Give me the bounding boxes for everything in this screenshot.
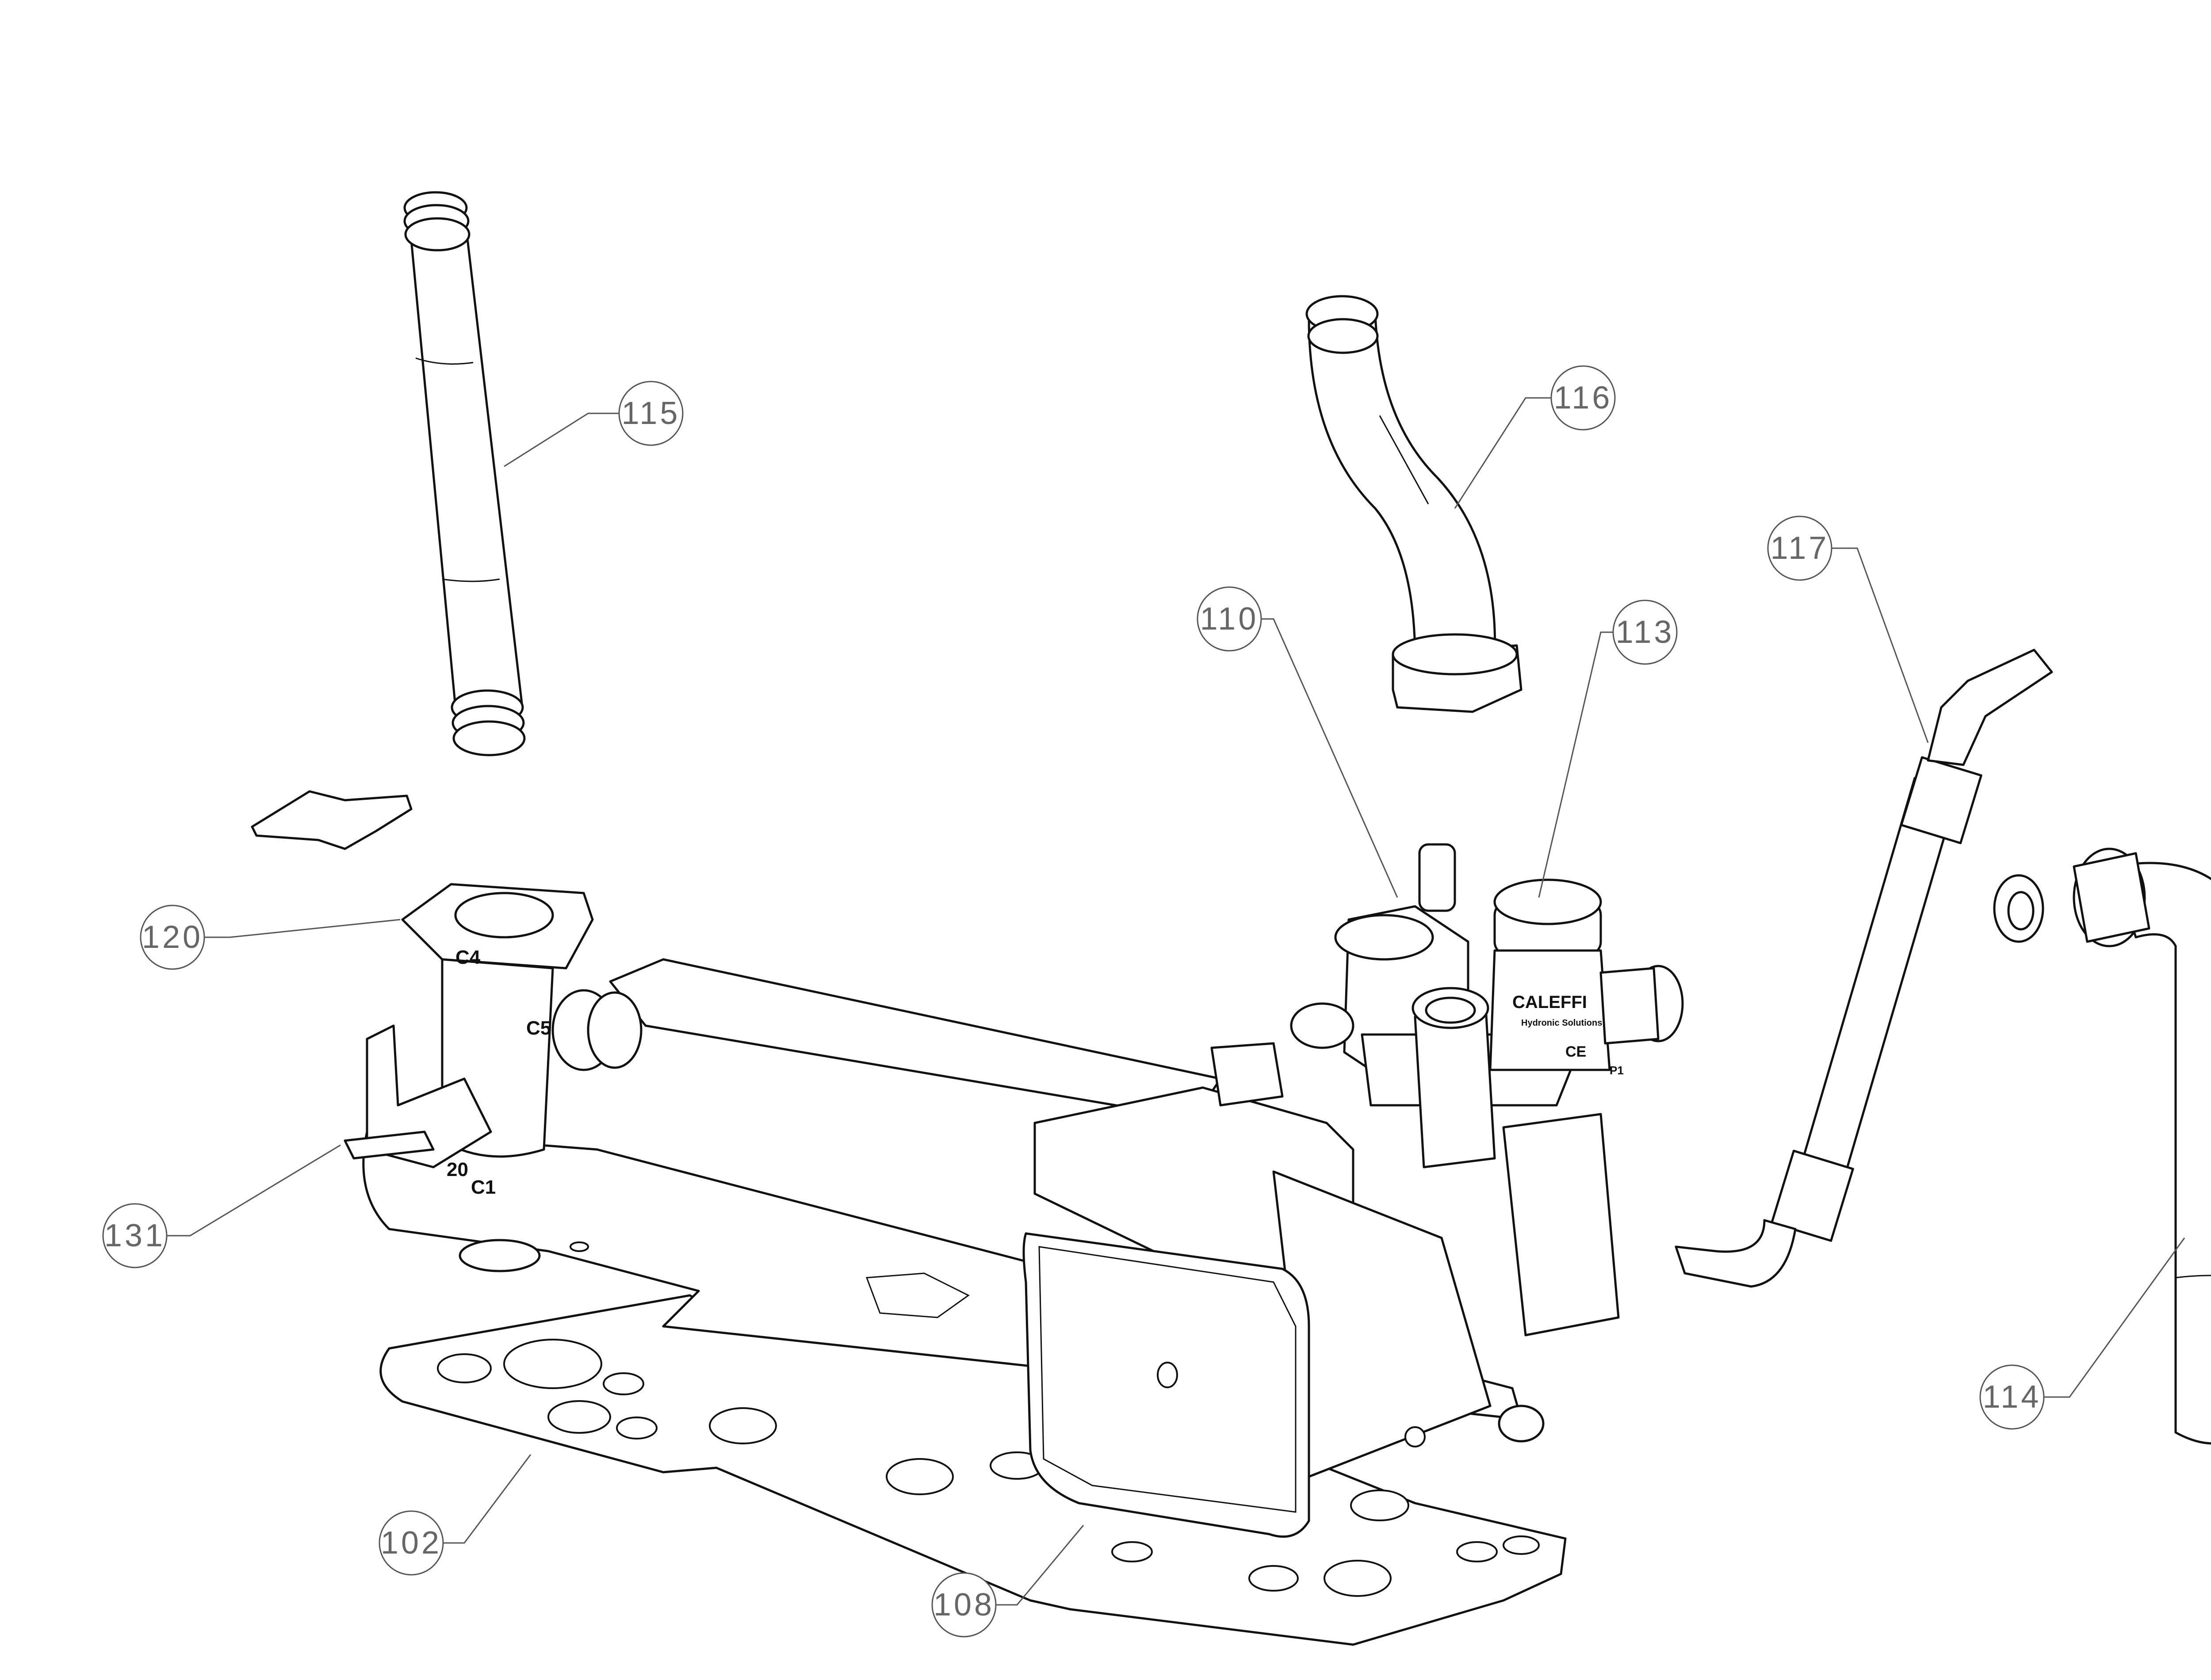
callout-label: 116 (1554, 380, 1613, 416)
callout-label: 102 (381, 1525, 442, 1561)
marking-c5: C5 (526, 1017, 551, 1039)
safety-valve-113: CALEFFI Hydronic Solutions CE P1 (1489, 878, 1684, 1077)
callout-label: 120 (142, 920, 203, 955)
straight-pipe-115 (403, 191, 526, 756)
callout-102[interactable]: 102 (379, 1454, 532, 1576)
retaining-clip (251, 790, 413, 850)
callout-label: 131 (104, 1218, 165, 1253)
marking-c4: C4 (455, 947, 481, 968)
flexible-hose-117 (1675, 649, 2053, 1288)
callout-label: 108 (933, 1587, 995, 1623)
callout-120[interactable]: 120 (140, 905, 401, 970)
return-bend-pipe-114 (2073, 848, 2211, 1445)
callout-108[interactable]: 108 (931, 1525, 1084, 1638)
sensor-number: 20 (447, 1159, 468, 1180)
callout-label: 113 (1616, 615, 1675, 650)
callout-113[interactable]: 113 (1538, 599, 1678, 898)
threaded-outlet (1412, 987, 1496, 1168)
callout-114[interactable]: 114 (1979, 1237, 2185, 1430)
callout-116[interactable]: 116 (1454, 365, 1616, 509)
s-bend-pipe-116 (1305, 295, 1522, 713)
flow-sensor-131: 20 (344, 1024, 492, 1180)
callout-131[interactable]: 131 (102, 1144, 341, 1268)
connecting-pipe (609, 958, 1222, 1120)
callout-117[interactable]: 117 (1767, 515, 1929, 743)
marking-c1: C1 (471, 1176, 496, 1198)
callout-label: 110 (1200, 601, 1259, 637)
valve-subtitle: Hydronic Solutions (1521, 1018, 1602, 1028)
valve-brand: CALEFFI (1512, 993, 1587, 1012)
callout-label: 117 (1771, 531, 1829, 566)
callout-layer: 115 116 117 110 113 120 (102, 365, 2185, 1638)
callout-115[interactable]: 115 (504, 381, 684, 467)
callout-label: 115 (622, 396, 681, 431)
circulation-pump-108 (1022, 1042, 1492, 1538)
callout-label: 114 (1983, 1379, 2042, 1415)
callout-110[interactable]: 110 (1197, 586, 1398, 898)
port-label: P1 (1610, 1064, 1624, 1077)
ce-mark: CE (1565, 1043, 1586, 1060)
sealing-washer (1993, 874, 2044, 943)
mounting-plate-102 (379, 1294, 1567, 1646)
